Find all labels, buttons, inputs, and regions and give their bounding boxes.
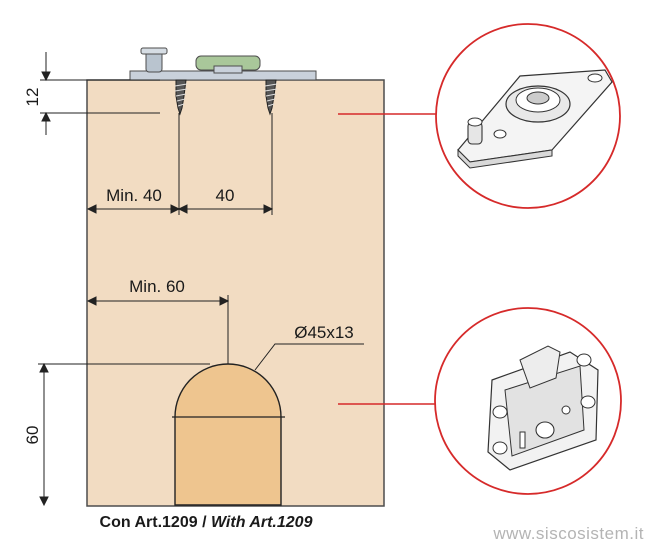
callout-mechanism bbox=[434, 307, 622, 495]
dimension-12 bbox=[40, 52, 160, 135]
label-spacing: 40 bbox=[216, 186, 235, 205]
label-min-center: Min. 60 bbox=[129, 277, 185, 296]
label-min-side: Min. 40 bbox=[106, 186, 162, 205]
label-hole: Ø45x13 bbox=[294, 323, 354, 342]
label-bottom-height: 60 bbox=[23, 426, 42, 445]
hole-cutout bbox=[172, 363, 285, 506]
callout-leaders bbox=[338, 113, 436, 405]
callout-top-plate bbox=[435, 23, 621, 209]
watermark-url: www.siscosistem.it bbox=[493, 524, 644, 543]
dimension-60 bbox=[38, 362, 210, 507]
caption-italic: With Art.1209 bbox=[210, 514, 313, 531]
screw-left bbox=[174, 79, 188, 116]
top-plate bbox=[129, 47, 317, 81]
dimension-min60 bbox=[86, 296, 230, 306]
caption: Con Art.1209 / With Art.1209 bbox=[0, 514, 412, 532]
screw-right bbox=[264, 79, 278, 116]
label-top-height: 12 bbox=[23, 88, 42, 107]
dimension-min40-40 bbox=[86, 204, 274, 214]
hole-leader bbox=[254, 343, 364, 371]
caption-main: Con Art.1209 / bbox=[99, 514, 211, 531]
